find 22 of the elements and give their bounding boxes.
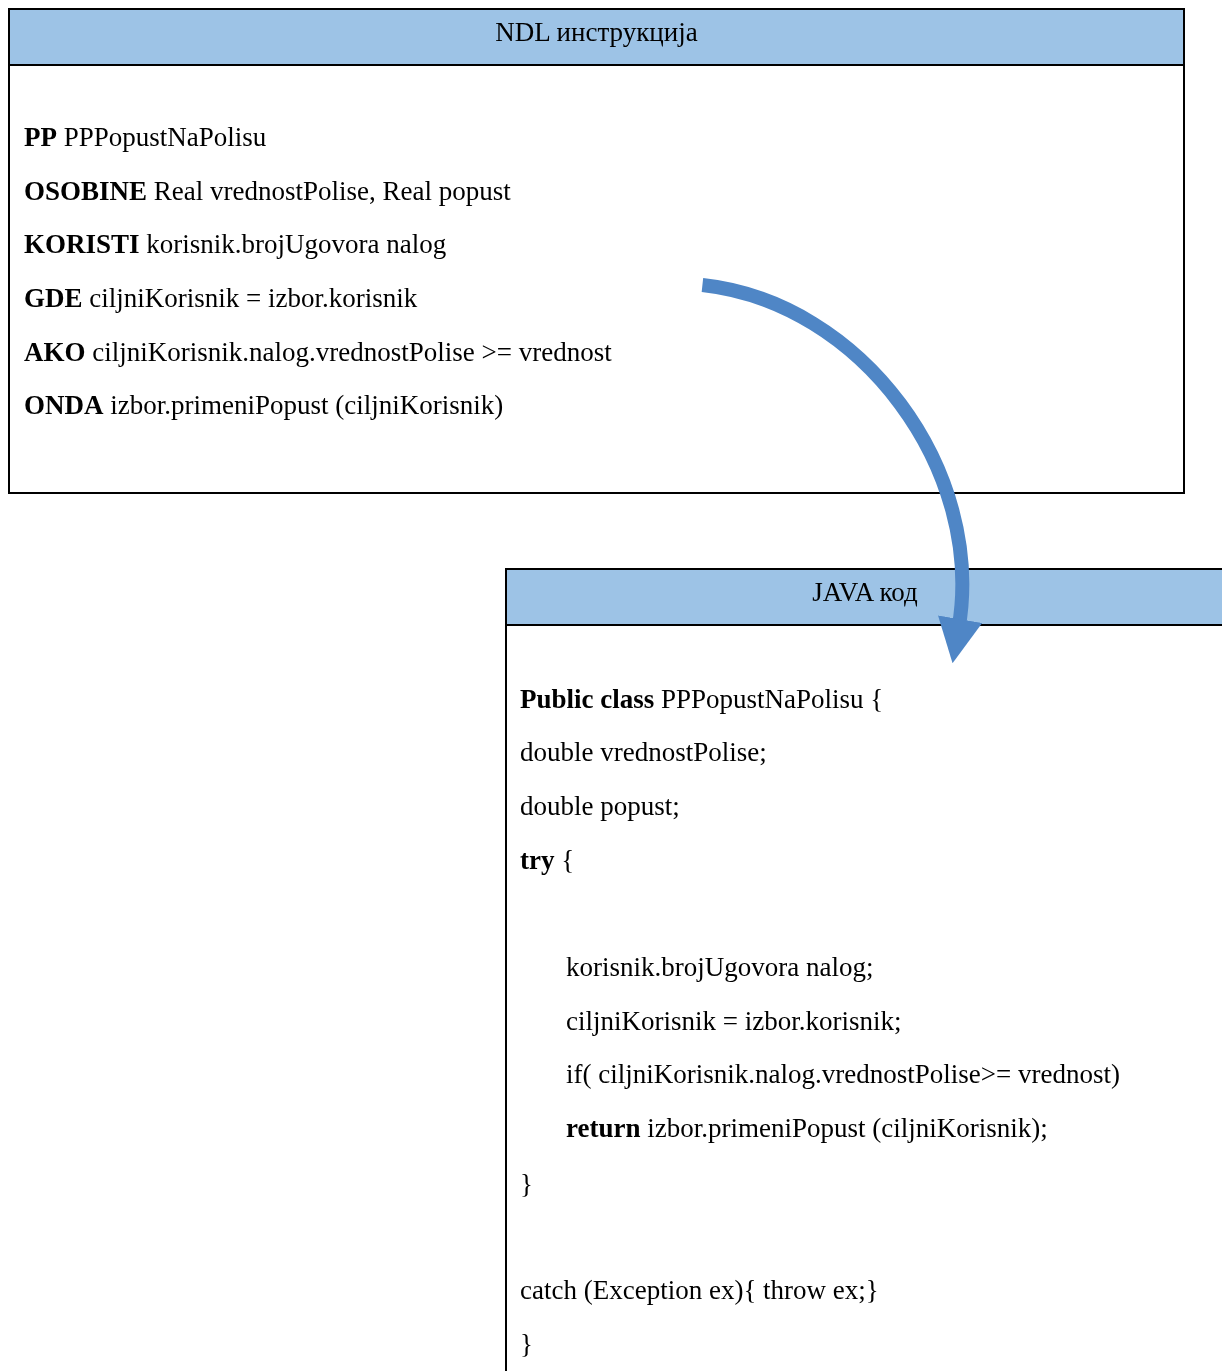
- code-line: Public class PPPopustNaPolisu {: [520, 683, 884, 716]
- code-line: GDE ciljniKorisnik = izbor.korisnik: [24, 282, 418, 315]
- code-line: ciljniKorisnik = izbor.korisnik;: [566, 1005, 902, 1038]
- code-line: double vrednostPolise;: [520, 736, 767, 769]
- box-header: NDL инструкција: [10, 10, 1183, 66]
- code-line: }: [520, 1328, 533, 1361]
- text-box: [8, 8, 1185, 494]
- code-line: catch (Exception ex){ throw ex;}: [520, 1274, 879, 1307]
- curved-arrow: [701, 278, 982, 664]
- code-line: }: [520, 1168, 533, 1201]
- code-line: try {: [520, 844, 575, 877]
- code-line: if( ciljniKorisnik.nalog.vrednostPolise>= vrednost): [566, 1058, 1120, 1091]
- code-line: double popust;: [520, 790, 680, 823]
- code-line: ONDA izbor.primeniPopust (ciljniKorisnik): [24, 389, 504, 422]
- code-line: return izbor.primeniPopust (ciljniKorisnik);: [566, 1112, 1048, 1145]
- text-box: [505, 568, 1222, 1371]
- code-line: AKO ciljniKorisnik.nalog.vrednostPolise >= vrednost: [24, 336, 612, 369]
- code-line: KORISTI korisnik.brojUgovora nalog: [24, 228, 447, 261]
- code-line: OSOBINE Real vrednostPolise, Real popust: [24, 175, 511, 208]
- box-header: JAVA код: [507, 570, 1222, 626]
- code-line: PP PPPopustNaPolisu: [24, 121, 267, 154]
- code-line: korisnik.brojUgovora nalog;: [566, 951, 874, 984]
